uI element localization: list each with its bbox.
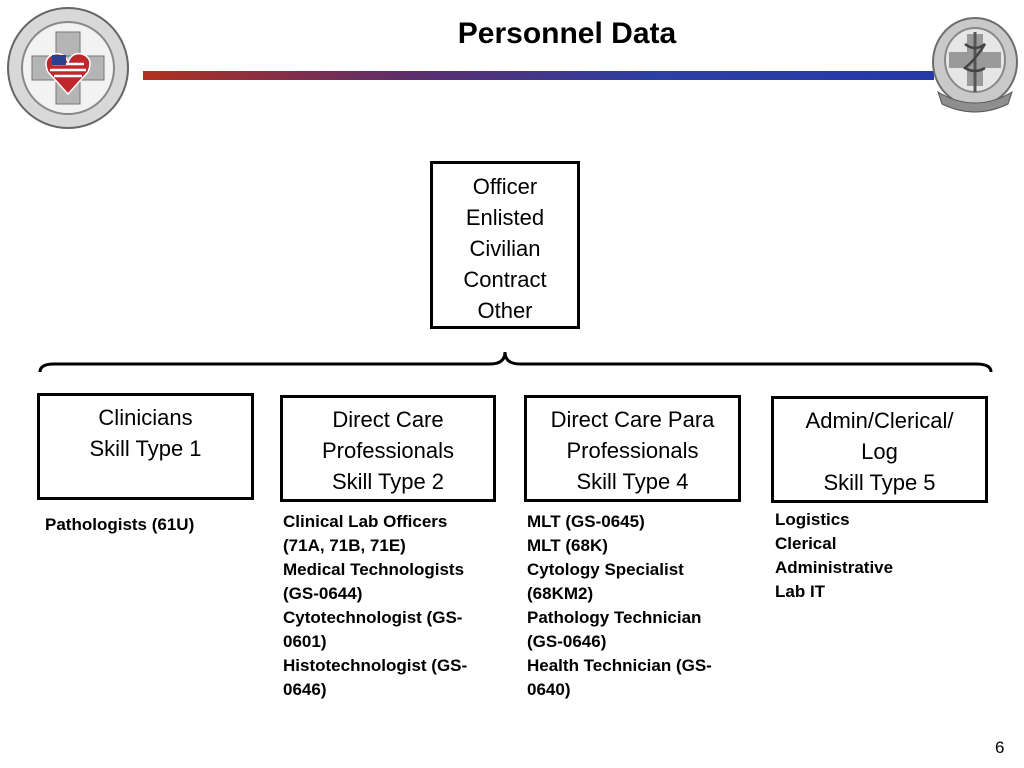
grouping-brace (38, 351, 993, 373)
category-box-clinicians: Clinicians Skill Type 1 (37, 393, 254, 500)
detail-line: (GS-0646) (527, 632, 607, 651)
personnel-types-box: Officer Enlisted Civilian Contract Other (430, 161, 580, 329)
detail-line: Logistics (775, 510, 850, 529)
personnel-type-civilian: Civilian (469, 236, 541, 261)
category-label: Skill Type 1 (89, 436, 202, 461)
personnel-type-contract: Contract (463, 267, 547, 292)
detail-line: Medical Technologists (283, 560, 465, 579)
category-label: Professionals (566, 438, 699, 463)
military-medical-crest-logo (932, 17, 1018, 113)
category-box-admin: Admin/Clerical/ Log Skill Type 5 (771, 396, 988, 503)
detail-line: Pathology Technician (527, 608, 702, 627)
conference-seal-logo (7, 7, 129, 129)
detail-line: (GS-0644) (283, 584, 363, 603)
category-label: Direct Care (332, 407, 444, 432)
category-box-direct-care-para: Direct Care Para Professionals Skill Typ… (524, 395, 741, 502)
detail-line: Clinical Lab Officers (283, 512, 448, 531)
personnel-type-officer: Officer (472, 174, 538, 199)
slide-title: Personnel Data (457, 17, 677, 50)
admin-details: Logistics Clerical Administrative Lab IT (775, 508, 893, 604)
title-rule (143, 71, 934, 80)
detail-line: Cytotechnologist (GS- (283, 608, 463, 627)
page-number: 6 (995, 738, 1005, 757)
detail-line: 0640) (527, 680, 571, 699)
personnel-type-other: Other (477, 298, 533, 323)
detail-line: (71A, 71B, 71E) (283, 536, 406, 555)
detail-line: Lab IT (775, 582, 826, 601)
category-label: Direct Care Para (550, 407, 715, 432)
detail-line: Clerical (775, 534, 837, 553)
personnel-type-enlisted: Enlisted (465, 205, 545, 230)
detail-line: 0646) (283, 680, 327, 699)
category-label: Skill Type 4 (576, 469, 689, 494)
detail-line: MLT (68K) (527, 536, 608, 555)
detail-line: MLT (GS-0645) (527, 512, 645, 531)
detail-line: 0601) (283, 632, 327, 651)
direct-care-details: Clinical Lab Officers (71A, 71B, 71E) Me… (283, 510, 503, 702)
detail-line: Health Technician (GS- (527, 656, 712, 675)
category-label: Clinicians (98, 405, 193, 430)
category-label: Log (861, 439, 898, 464)
clinicians-details: Pathologists (61U) (45, 513, 194, 537)
category-label: Skill Type 5 (823, 470, 936, 495)
detail-line: Histotechnologist (GS- (283, 656, 468, 675)
detail-line: Cytology Specialist (527, 560, 684, 579)
category-label: Admin/Clerical/ (805, 408, 954, 433)
direct-care-para-details: MLT (GS-0645) MLT (68K) Cytology Special… (527, 510, 747, 702)
detail-line: Pathologists (61U) (45, 515, 195, 534)
category-box-direct-care: Direct Care Professionals Skill Type 2 (280, 395, 496, 502)
detail-line: (68KM2) (527, 584, 594, 603)
category-label: Professionals (321, 438, 455, 463)
category-label: Skill Type 2 (331, 469, 445, 494)
detail-line: Administrative (775, 558, 894, 577)
